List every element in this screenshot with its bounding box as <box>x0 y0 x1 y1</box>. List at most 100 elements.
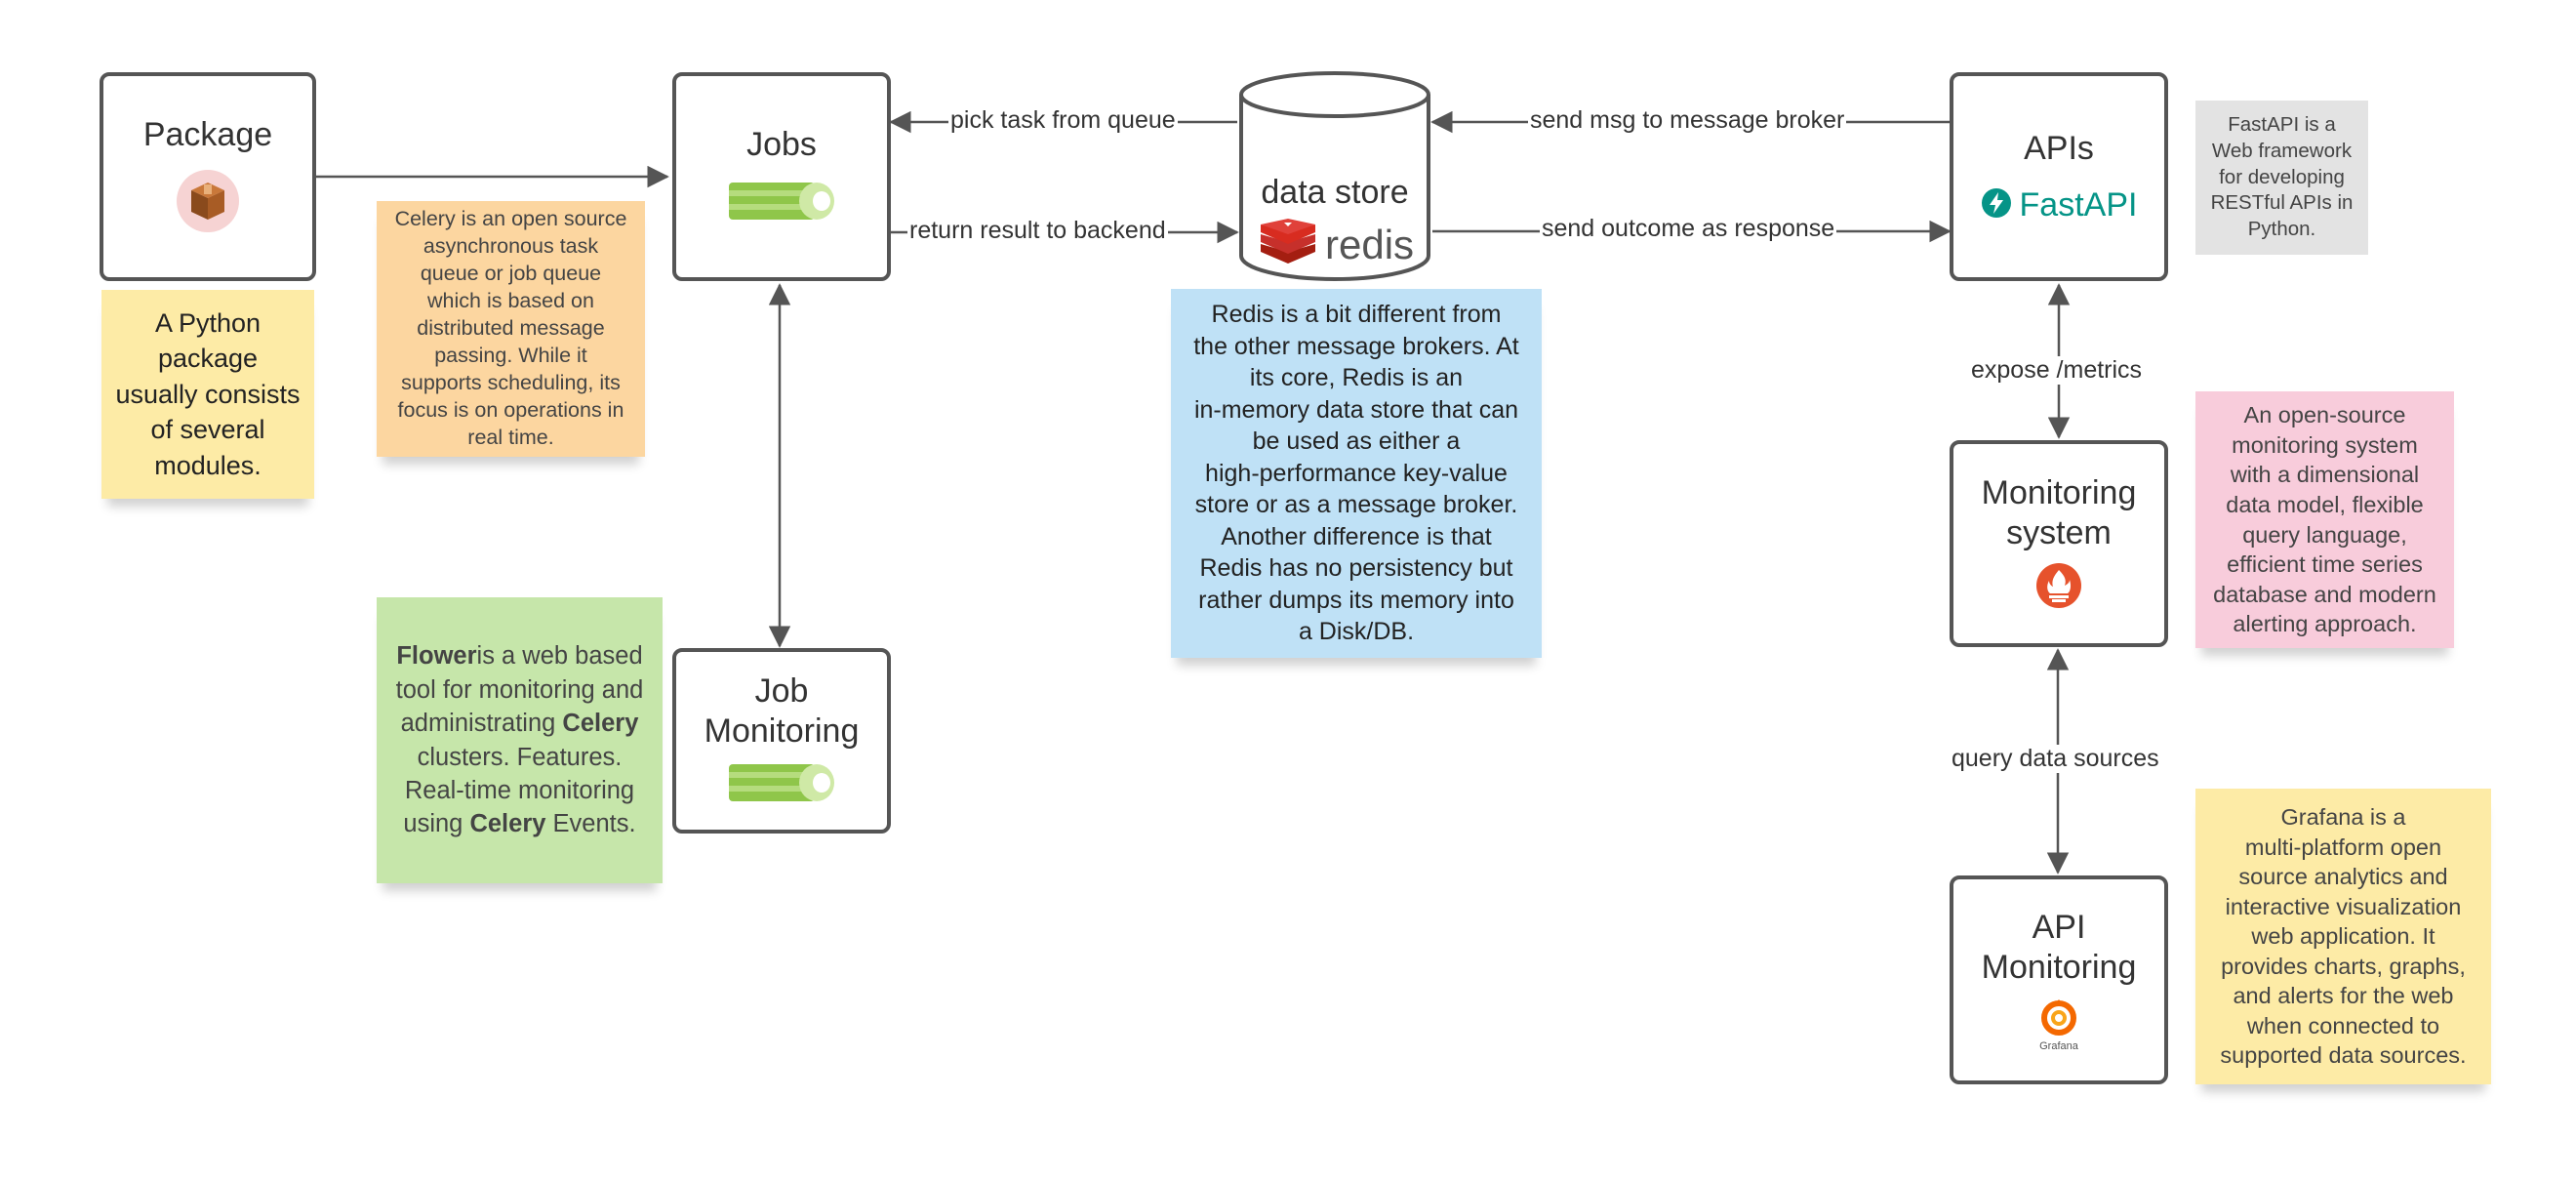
note-line: RESTful APIs in <box>2210 191 2354 215</box>
note-line: data model, flexible <box>2226 491 2424 517</box>
grafana-brand-text: Grafana <box>2039 1040 2078 1053</box>
job-monitoring-node[interactable]: Job Monitoring <box>672 648 891 834</box>
jobs-title: Jobs <box>746 126 817 164</box>
apis-node[interactable]: APIs FastAPI <box>1950 72 2168 281</box>
note-line: Grafana is a <box>2280 804 2406 831</box>
note-line: queue or job queue <box>420 262 602 286</box>
jobs-node[interactable]: Jobs <box>672 72 891 281</box>
note-line: of several <box>150 415 265 445</box>
flower-note: Floweris a web based tool for monitoring… <box>377 597 663 883</box>
edge-label-pick-task: pick task from queue <box>948 106 1178 135</box>
note-line: supports scheduling, its <box>401 370 621 394</box>
prometheus-icon <box>2035 562 2082 614</box>
note-line: focus is on operations in <box>397 397 624 422</box>
edge-label-return-result: return result to backend <box>907 217 1168 245</box>
note-line: asynchronous task <box>423 234 599 259</box>
note-line: and alerts for the web <box>2233 983 2454 1009</box>
note-line: Floweris a web based <box>396 639 644 672</box>
note-line: Another difference is that <box>1221 522 1492 550</box>
prometheus-note: An open-source monitoring system with a … <box>2195 391 2454 648</box>
flower-text: Events. <box>545 810 636 838</box>
note-line: clusters. Features. <box>417 743 623 771</box>
note-line: passing. While it <box>434 343 587 367</box>
note-line: usually consists <box>115 379 301 409</box>
flower-bold: Flower <box>396 642 477 671</box>
celery-note: Celery is an open source asynchronous ta… <box>377 201 645 457</box>
package-note: A Python package usually consists of sev… <box>101 290 314 499</box>
note-line: high-performance key-value <box>1205 459 1508 487</box>
monitoring-system-title-line1: Monitoring <box>1981 473 2137 511</box>
note-line: be used as either a <box>1252 427 1461 456</box>
edge-label-expose-metrics: expose /metrics <box>1969 356 2145 385</box>
note-line: Celery is an open source <box>394 207 627 231</box>
note-line: Python. <box>2247 217 2316 240</box>
flower-text: using <box>403 810 470 838</box>
fastapi-note: FastAPI is a Web framework for developin… <box>2195 101 2368 255</box>
apis-title: APIs <box>2024 130 2094 168</box>
note-line: for developing <box>2219 165 2345 188</box>
grafana-logo: Grafana <box>2039 998 2078 1052</box>
note-line: An open-source <box>2243 402 2406 428</box>
redis-note: Redis is a bit different from the other … <box>1171 289 1542 658</box>
note-line: interactive visualization <box>2225 893 2462 919</box>
monitoring-system-title-line2: system <box>2006 513 2112 551</box>
note-line: database and modern <box>2213 581 2436 607</box>
api-monitoring-node[interactable]: API Monitoring Grafana <box>1950 875 2168 1084</box>
note-line: efficient time series <box>2227 551 2423 578</box>
celery-icon <box>727 760 836 810</box>
job-monitoring-title-line2: Monitoring <box>704 712 860 750</box>
monitoring-system-node[interactable]: Monitoring system <box>1950 440 2168 647</box>
api-monitoring-title-line1: API <box>2032 908 2086 946</box>
note-line: using Celery Events. <box>396 807 644 840</box>
note-line: source analytics and <box>2238 864 2448 890</box>
note-line: Real-time monitoring <box>404 776 635 804</box>
note-line: distributed message <box>417 316 605 341</box>
note-line: store or as a message broker. <box>1194 491 1518 519</box>
flower-text: is a web based <box>476 642 643 671</box>
note-line: provides charts, graphs, <box>2221 953 2466 979</box>
note-line: query language, <box>2242 521 2407 548</box>
redis-brand-text: redis <box>1325 221 1415 267</box>
job-monitoring-title-line1: Job <box>754 671 809 710</box>
note-line: tool for monitoring and <box>395 675 644 704</box>
note-line: monitoring system <box>2232 431 2418 458</box>
note-line: when connected to <box>2246 1012 2440 1038</box>
edge-label-send-msg: send msg to message broker <box>1528 106 1847 135</box>
package-title: Package <box>142 116 273 154</box>
note-line: real time. <box>467 425 554 449</box>
note-line: FastAPI is a <box>2228 113 2336 137</box>
celery-icon <box>727 179 836 228</box>
fastapi-logo: FastAPI <box>1981 186 2137 224</box>
note-line: modules. <box>154 450 262 480</box>
package-node[interactable]: Package <box>100 72 316 281</box>
note-line: rather dumps its memory into <box>1198 586 1514 614</box>
note-line: multi-platform open <box>2244 834 2442 860</box>
note-line: package <box>157 344 259 374</box>
redis-icon <box>1259 217 1317 272</box>
api-monitoring-title-line2: Monitoring <box>1981 948 2137 986</box>
note-line: web application. It <box>2251 923 2435 950</box>
note-line: Redis is a bit different from <box>1211 301 1502 329</box>
edge-label-query-sources: query data sources <box>1950 745 2161 773</box>
redis-logo: redis <box>1259 217 1414 272</box>
note-line: alerting approach. <box>2233 611 2417 637</box>
grafana-note: Grafana is a multi-platform open source … <box>2195 789 2491 1084</box>
note-line: A Python <box>154 307 262 338</box>
fastapi-icon <box>1981 187 2012 224</box>
note-line: in-memory data store that can <box>1193 395 1519 424</box>
package-box-icon <box>176 169 240 238</box>
note-line: administrating Celery <box>396 707 644 740</box>
data-store-node[interactable]: data store redis <box>1237 70 1432 283</box>
note-line: Redis has no persistency but <box>1199 554 1513 583</box>
note-line: with a dimensional <box>2230 462 2420 488</box>
flower-text: administrating <box>400 710 563 738</box>
note-line: the other message brokers. At <box>1193 332 1519 360</box>
celery-bold: Celery <box>562 710 639 738</box>
note-line: its core, Redis is an <box>1249 364 1464 392</box>
celery-bold: Celery <box>469 810 546 838</box>
note-line: a Disk/DB. <box>1298 618 1415 646</box>
note-line: Web framework <box>2211 140 2353 163</box>
note-line: supported data sources. <box>2220 1042 2467 1069</box>
note-line: which is based on <box>427 289 594 313</box>
data-store-title: data store <box>1261 174 1409 211</box>
